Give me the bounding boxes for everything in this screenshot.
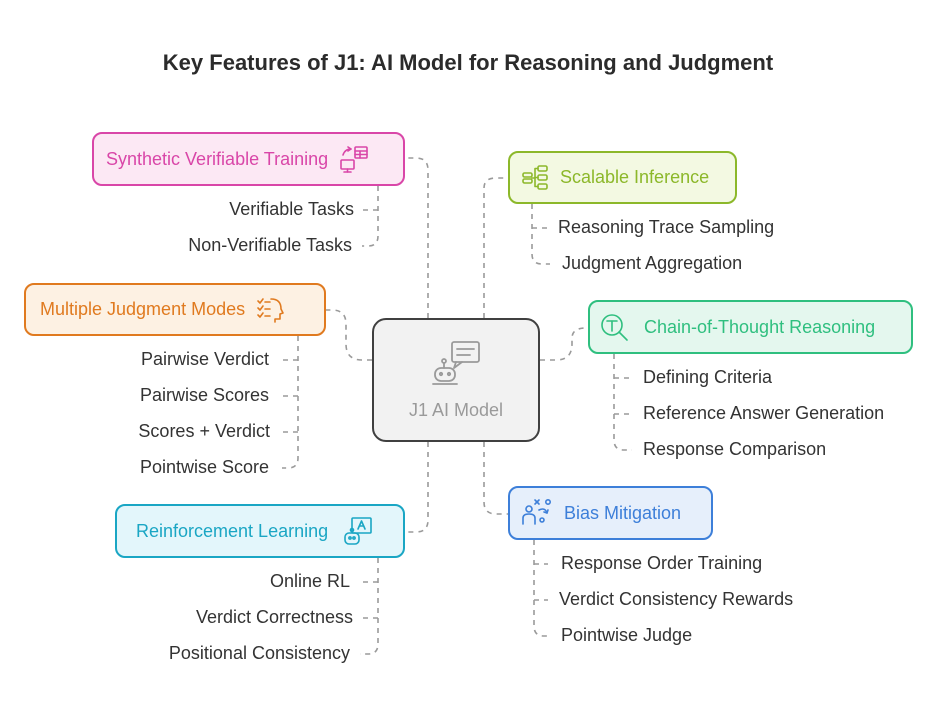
diagram-title: Key Features of J1: AI Model for Reasoni… [162, 50, 774, 75]
leaf-pairwise-verdict: Pairwise Verdict [140, 349, 269, 369]
leaf-pointwise-judge: Pointwise Judge [561, 625, 693, 645]
chain-of-thought-node: Chain-of-Thought Reasoning [588, 300, 913, 354]
bias-mitigation-node: Bias Mitigation [508, 486, 713, 540]
person-strategy-icon [522, 498, 551, 525]
center-label: J1 AI Model [408, 400, 504, 420]
judgment-modes-node: Multiple Judgment Modes [24, 283, 326, 336]
reinforcement-learning-node: Reinforcement Learning [115, 504, 405, 558]
leaf-judgment-aggregation: Judgment Aggregation [562, 253, 743, 273]
chain-of-thought-label: Chain-of-Thought Reasoning [644, 316, 876, 337]
leaf-online-rl: Online RL [269, 571, 350, 591]
leaf-defining-criteria: Defining Criteria [643, 367, 773, 387]
leaf-reference-answer-generation: Reference Answer Generation [643, 403, 885, 423]
leaf-verdict-consistency-rewards: Verdict Consistency Rewards [559, 589, 794, 609]
judgment-modes-label: Multiple Judgment Modes [40, 299, 246, 319]
leaf-reasoning-trace-sampling: Reasoning Trace Sampling [558, 217, 775, 237]
leaf-pointwise-score: Pointwise Score [139, 457, 269, 477]
devices-sync-icon [340, 146, 368, 173]
synthetic-training-node: Synthetic Verifiable Training [92, 132, 405, 186]
synthetic-training-label: Synthetic Verifiable Training [106, 148, 329, 169]
flow-stack-icon [522, 164, 548, 190]
leaf-verdict-correctness: Verdict Correctness [195, 607, 353, 627]
leaf-response-order-training: Response Order Training [561, 553, 763, 573]
leaf-response-comparison: Response Comparison [643, 439, 827, 459]
reasoning-magnifier-icon [601, 314, 628, 341]
learning-board-icon [344, 517, 372, 545]
leaf-positional-consistency: Positional Consistency [168, 643, 350, 663]
reinforcement-learning-label: Reinforcement Learning [136, 520, 329, 541]
scalable-inference-node: Scalable Inference [508, 151, 737, 204]
leaf-scores-verdict: Scores + Verdict [138, 421, 270, 441]
center-node: J1 AI Model [372, 318, 540, 442]
scalable-inference-label: Scalable Inference [560, 167, 710, 187]
leaf-non-verifiable-tasks: Non-Verifiable Tasks [188, 235, 352, 255]
bias-mitigation-label: Bias Mitigation [564, 502, 682, 523]
head-checklist-icon [257, 297, 284, 323]
leaf-pairwise-scores: Pairwise Scores [139, 385, 269, 405]
robot-chat-icon [432, 341, 480, 385]
leaf-verifiable-tasks: Verifiable Tasks [229, 199, 354, 219]
